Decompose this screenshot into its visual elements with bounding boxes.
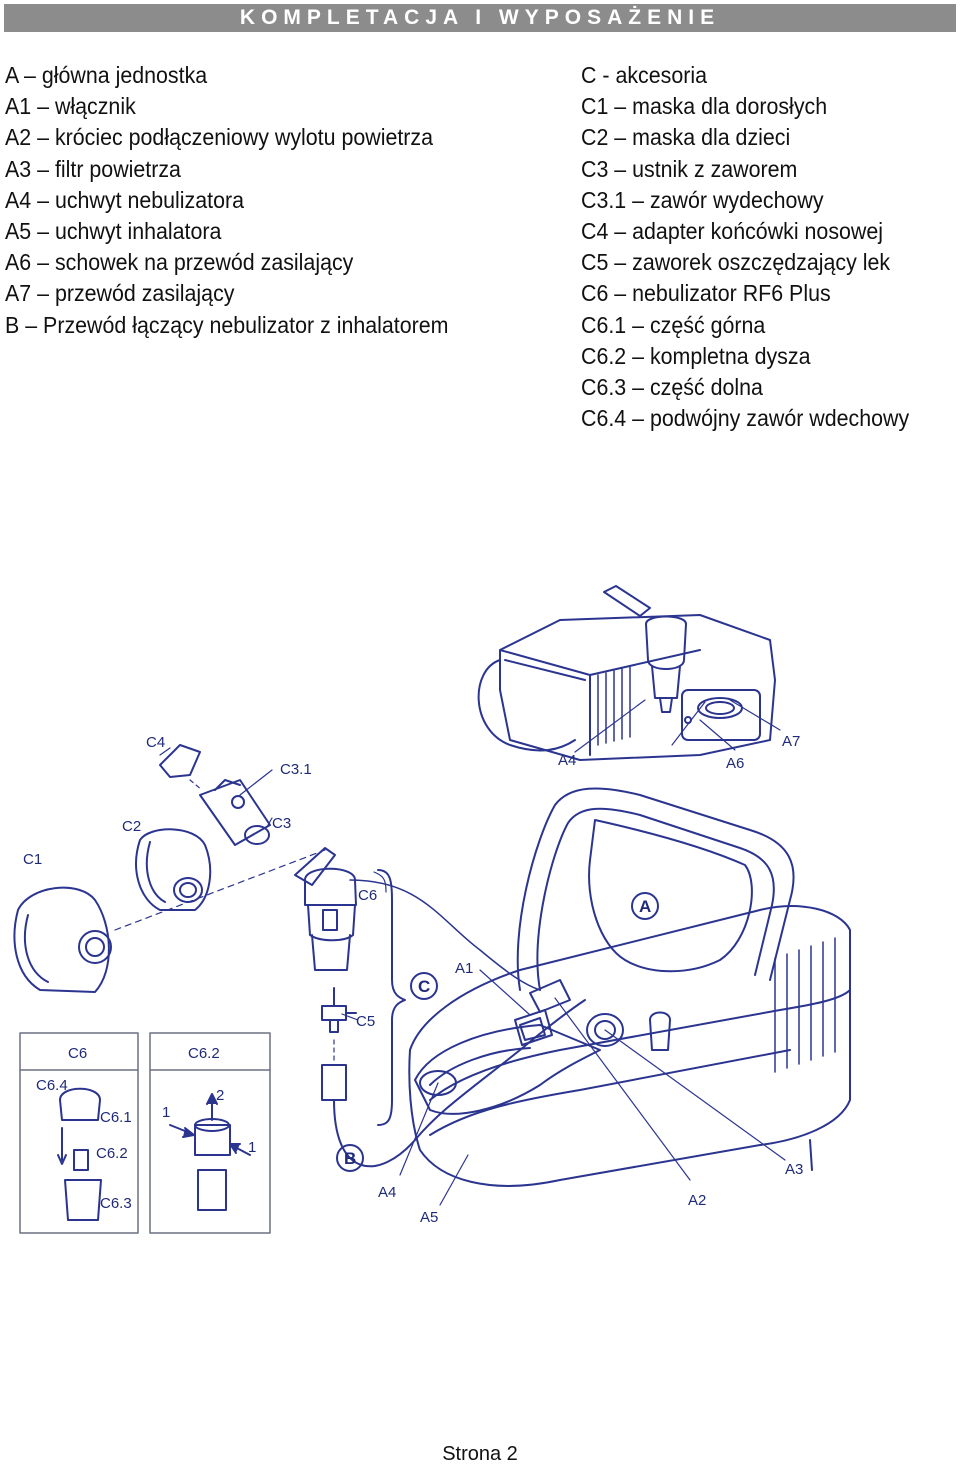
label-circle-b: [336, 1144, 364, 1172]
list-item: C2 – maska dla dzieci: [581, 124, 791, 151]
list-item: A6 – schowek na przewód zasilający: [5, 249, 354, 276]
main-unit-drawing: [408, 787, 851, 1187]
label-circle-c: [410, 972, 438, 1000]
label-c1: C1: [23, 851, 42, 868]
label-circle-a: [631, 892, 659, 920]
label-arrow-1-right: 1: [248, 1139, 256, 1156]
list-item: C4 – adapter końcówki nosowej: [581, 218, 884, 245]
list-item: A5 – uchwyt inhalatora: [5, 218, 222, 245]
label-a4: A4: [378, 1184, 396, 1201]
label-c2: C2: [122, 818, 141, 835]
list-item: C6.2 – kompletna dysza: [581, 342, 811, 369]
device-illustration: C4 C3.1 C2 C3 C1 C6 C5 A1 A4 A6 A7 A4 A5…: [0, 580, 960, 1250]
parts-list-main-unit: A – główna jednostka A1 – włącznik A2 – …: [5, 60, 565, 341]
accessories-brace: [377, 869, 406, 1126]
label-c3: C3: [272, 815, 291, 832]
adult-mask-drawing: [13, 886, 112, 993]
list-item: A – główna jednostka: [5, 62, 208, 88]
label-c3-1: C3.1: [280, 761, 312, 778]
label-a1: A1: [455, 960, 473, 977]
label-a: A: [639, 897, 651, 916]
section-title: KOMPLETACJA I WYPOSAŻENIE: [239, 6, 721, 29]
label-a5: A5: [420, 1209, 438, 1226]
list-item: A4 – uchwyt nebulizatora: [5, 186, 245, 213]
section-header: KOMPLETACJA I WYPOSAŻENIE: [4, 4, 956, 32]
medication-saving-valve-drawing: [321, 987, 357, 1033]
label-a7: A7: [782, 733, 800, 750]
label-c6-2: C6.2: [96, 1145, 128, 1162]
label-a6: A6: [726, 755, 744, 772]
box-title-c6: C6: [68, 1045, 87, 1062]
page-number: Strona 2: [442, 1443, 518, 1465]
label-c4: C4: [146, 734, 165, 751]
device-illustration-svg: C4 C3.1 C2 C3 C1 C6 C5 A1 A4 A6 A7 A4 A5…: [13, 585, 851, 1234]
label-c6-1: C6.1: [100, 1109, 132, 1126]
label-arrow-2: 2: [216, 1087, 224, 1104]
list-item: A7 – przewód zasilający: [5, 280, 235, 307]
label-c6-3: C6.3: [100, 1195, 132, 1212]
child-mask-drawing: [135, 828, 212, 911]
label-b: B: [344, 1149, 356, 1168]
list-item: C6.1 – część górna: [581, 311, 766, 338]
leader-lines-top: [574, 699, 781, 753]
label-c6-4: C6.4: [36, 1077, 68, 1094]
label-c6: C6: [358, 887, 377, 904]
list-item: C - akcesoria: [581, 62, 708, 88]
box-title-c6-2: C6.2: [188, 1045, 220, 1062]
label-c: C: [418, 977, 430, 996]
list-item: C6.3 – część dolna: [581, 374, 763, 401]
label-a4-top: A4: [558, 752, 576, 769]
list-item: C6.4 – podwójny zawór wdechowy: [581, 405, 910, 432]
list-item: C3 – ustnik z zaworem: [581, 155, 798, 182]
detail-box-c6-2: [149, 1032, 271, 1234]
mouthpiece-drawing: [199, 779, 271, 846]
small-device-drawing: [477, 585, 776, 761]
leader-lines-main: [399, 969, 786, 1206]
list-item: C3.1 – zawór wydechowy: [581, 186, 824, 213]
label-a2: A2: [688, 1192, 706, 1209]
list-item: C6 – nebulizator RF6 Plus: [581, 280, 831, 307]
detail-box-c6: [19, 1032, 139, 1234]
list-item: A1 – włącznik: [5, 93, 136, 120]
nasal-adapter-drawing: [159, 744, 201, 778]
parts-list-accessories: C - akcesoria C1 – maska dla dorosłych C…: [581, 60, 956, 434]
label-c5: C5: [356, 1013, 375, 1030]
list-item: B – Przewód łączący nebulizator z inhala…: [5, 311, 449, 338]
list-item: A2 – króciec podłączeniowy wylotu powiet…: [5, 124, 434, 151]
label-a3: A3: [785, 1161, 803, 1178]
nebulizer-drawing: [294, 847, 357, 971]
label-arrow-1-left: 1: [162, 1104, 170, 1121]
list-item: A3 – filtr powietrza: [5, 155, 181, 182]
list-item: C1 – maska dla dorosłych: [581, 93, 828, 120]
list-item: C5 – zaworek oszczędzający lek: [581, 249, 891, 276]
